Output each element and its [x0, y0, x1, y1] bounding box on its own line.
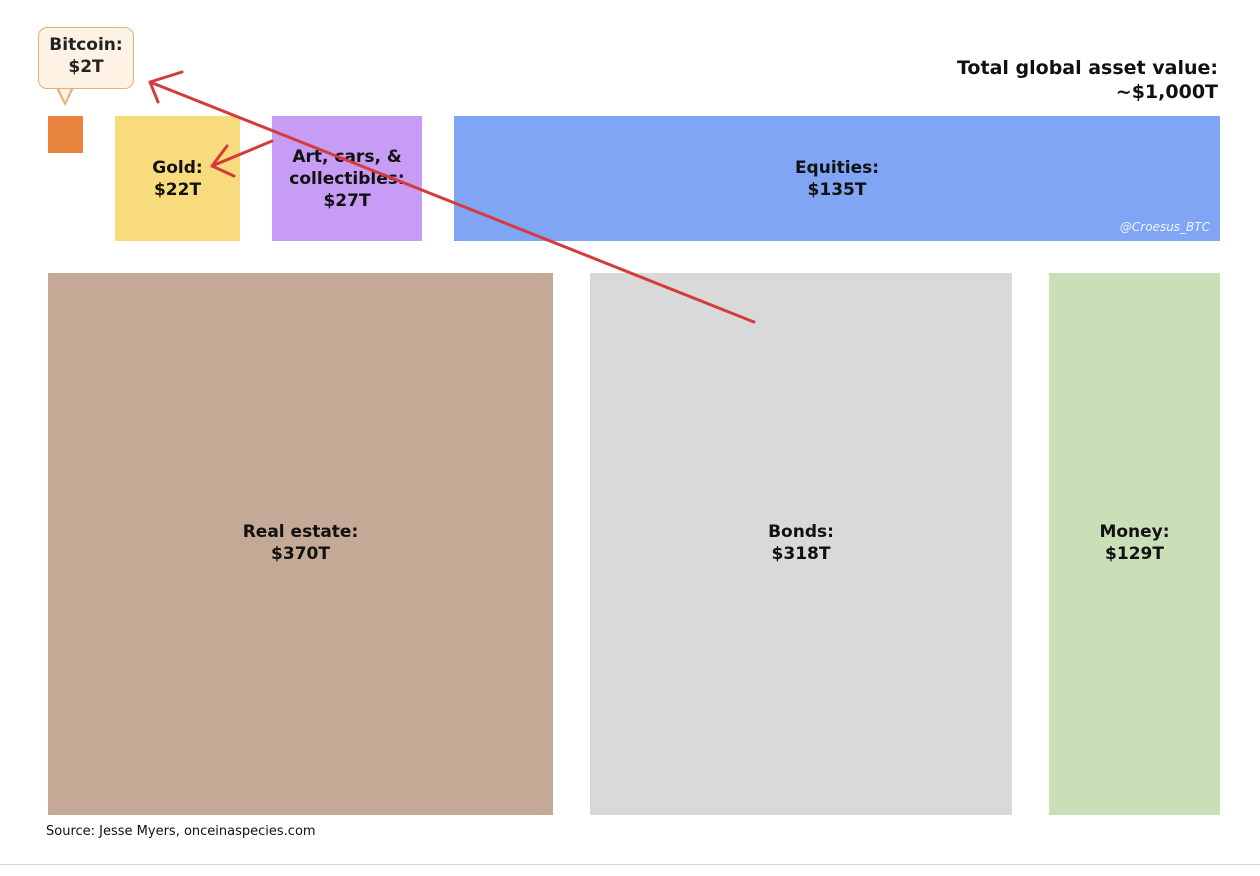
block-label-money: Money:: [1099, 522, 1170, 542]
block-label-equities: Equities:: [794, 157, 880, 178]
bitcoin-callout-tail-fill: [58, 86, 72, 102]
block-bonds: Bonds:$318T: [590, 273, 1012, 815]
bitcoin-callout: Bitcoin: $2T: [38, 27, 134, 89]
block-value-gold: $22T: [153, 179, 202, 200]
block-real-estate: Real estate:$370T: [48, 273, 553, 815]
block-gold: Gold:$22T: [115, 116, 240, 241]
watermark: @Croesus_BTC: [1119, 220, 1210, 234]
bitcoin-callout-value: $2T: [68, 57, 104, 77]
block-label-gold: Gold:: [152, 157, 203, 178]
arrowhead-bitcoin: [148, 70, 184, 104]
block-value-art: $27T: [323, 190, 371, 211]
bottom-divider: [0, 864, 1260, 865]
block-value-money: $129T: [1105, 544, 1164, 564]
block-art: Art, cars, & collectibles:$27T: [272, 116, 422, 241]
block-money: Money:$129T: [1049, 273, 1220, 815]
block-label-real-estate: Real estate:: [242, 522, 359, 542]
bitcoin-callout-label: Bitcoin:: [49, 35, 123, 55]
total-value-title: Total global asset value: ~$1,000T: [957, 56, 1218, 104]
block-value-real-estate: $370T: [271, 544, 330, 564]
block-value-equities: $135T: [807, 179, 867, 200]
block-label-bonds: Bonds:: [768, 522, 834, 542]
block-label-art: Art, cars, & collectibles:: [289, 146, 405, 189]
total-title-text: Total global asset value:: [957, 57, 1218, 79]
block-value-bonds: $318T: [771, 544, 831, 564]
total-value-text: ~$1,000T: [1115, 81, 1218, 103]
block-bitcoin: [48, 116, 83, 153]
source-note: Source: Jesse Myers, onceinaspecies.com: [46, 824, 316, 839]
